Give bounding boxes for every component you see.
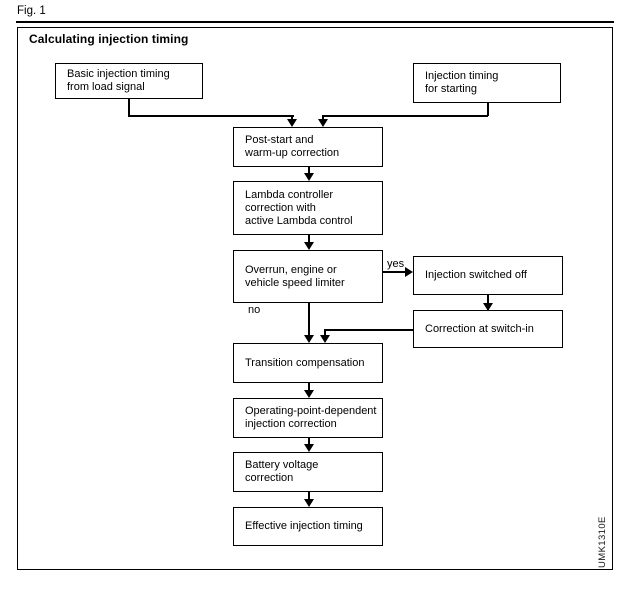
connector-lambda-overrun	[308, 235, 310, 244]
connector-switchin-horizontal	[324, 329, 413, 331]
diagram-title: Calculating injection timing	[29, 32, 189, 46]
node-lambda-controller-correction: Lambda controller correction with active…	[233, 181, 383, 235]
arrowhead-into-transition-main	[304, 335, 314, 343]
connector-no-branch	[308, 303, 310, 337]
node-basic-injection-timing: Basic injection timing from load signal	[55, 63, 203, 99]
node-text: Overrun, engine or	[245, 263, 337, 276]
node-text: Post-start and	[245, 134, 314, 146]
connector-starting-horizontal	[322, 115, 488, 117]
connector-yes-branch	[383, 271, 407, 273]
figure-code: UMK1310E	[597, 516, 608, 568]
arrowhead-into-switch-in	[483, 303, 493, 311]
figure-number: Fig. 1	[17, 5, 46, 17]
arrowhead-into-effective	[304, 499, 314, 507]
arrowhead-into-post-start-left	[287, 119, 297, 127]
node-injection-timing-starting: Injection timing for starting	[413, 63, 561, 103]
edge-label-no: no	[247, 304, 262, 316]
edge-label-yes: yes	[386, 258, 406, 270]
connector-drop-left	[291, 115, 293, 121]
arrowhead-into-injection-off	[405, 267, 413, 277]
arrowhead-into-transition-side	[320, 335, 330, 343]
node-text: correction	[245, 472, 294, 484]
node-text: Effective injection timing	[245, 520, 363, 532]
arrowhead-into-overrun	[304, 242, 314, 250]
connector-basic-down	[128, 98, 130, 116]
node-operating-point-correction: Operating-point-dependent injection corr…	[233, 398, 383, 438]
node-text: injection correction	[245, 418, 337, 430]
node-text: from load signal	[67, 81, 145, 93]
connector-drop-right	[322, 115, 324, 121]
node-text: Operating-point-dependent	[245, 405, 377, 417]
connector-battery-effective	[308, 492, 310, 501]
node-battery-voltage-correction: Battery voltage correction	[233, 452, 383, 492]
node-text: Injection switched off	[425, 269, 527, 281]
node-text: Correction at switch-in	[425, 322, 534, 335]
connector-starting-down	[487, 102, 489, 116]
arrowhead-into-post-start-right	[318, 119, 328, 127]
node-effective-injection-timing: Effective injection timing	[233, 507, 383, 546]
connector-transition-oppoint	[308, 383, 310, 392]
node-text: for starting	[425, 83, 477, 95]
caption-rule	[16, 21, 614, 23]
node-text: Injection timing	[425, 70, 499, 82]
node-text: active Lambda control	[245, 214, 353, 227]
node-correction-at-switch-in: Correction at switch-in	[413, 310, 563, 348]
node-text: vehicle speed limiter	[245, 276, 345, 289]
node-text: Transition compensation	[245, 356, 365, 369]
connector-oppoint-battery	[308, 438, 310, 446]
node-transition-compensation: Transition compensation	[233, 343, 383, 383]
connector-basic-horizontal	[128, 115, 294, 117]
node-injection-switched-off: Injection switched off	[413, 256, 563, 295]
connector-switchin-down	[324, 329, 326, 337]
node-text: Basic injection timing	[67, 68, 170, 80]
arrowhead-into-battery	[304, 444, 314, 452]
node-text: Battery voltage	[245, 459, 319, 471]
connector-poststart-lambda	[308, 167, 310, 175]
node-post-start-correction: Post-start and warm-up correction	[233, 127, 383, 167]
arrowhead-into-oppoint	[304, 390, 314, 398]
node-overrun-speed-limiter: Overrun, engine or vehicle speed limiter	[233, 250, 383, 303]
arrowhead-into-lambda	[304, 173, 314, 181]
node-text: correction with	[245, 201, 316, 214]
node-text: warm-up correction	[245, 147, 340, 159]
node-text: Lambda controller	[245, 188, 334, 201]
